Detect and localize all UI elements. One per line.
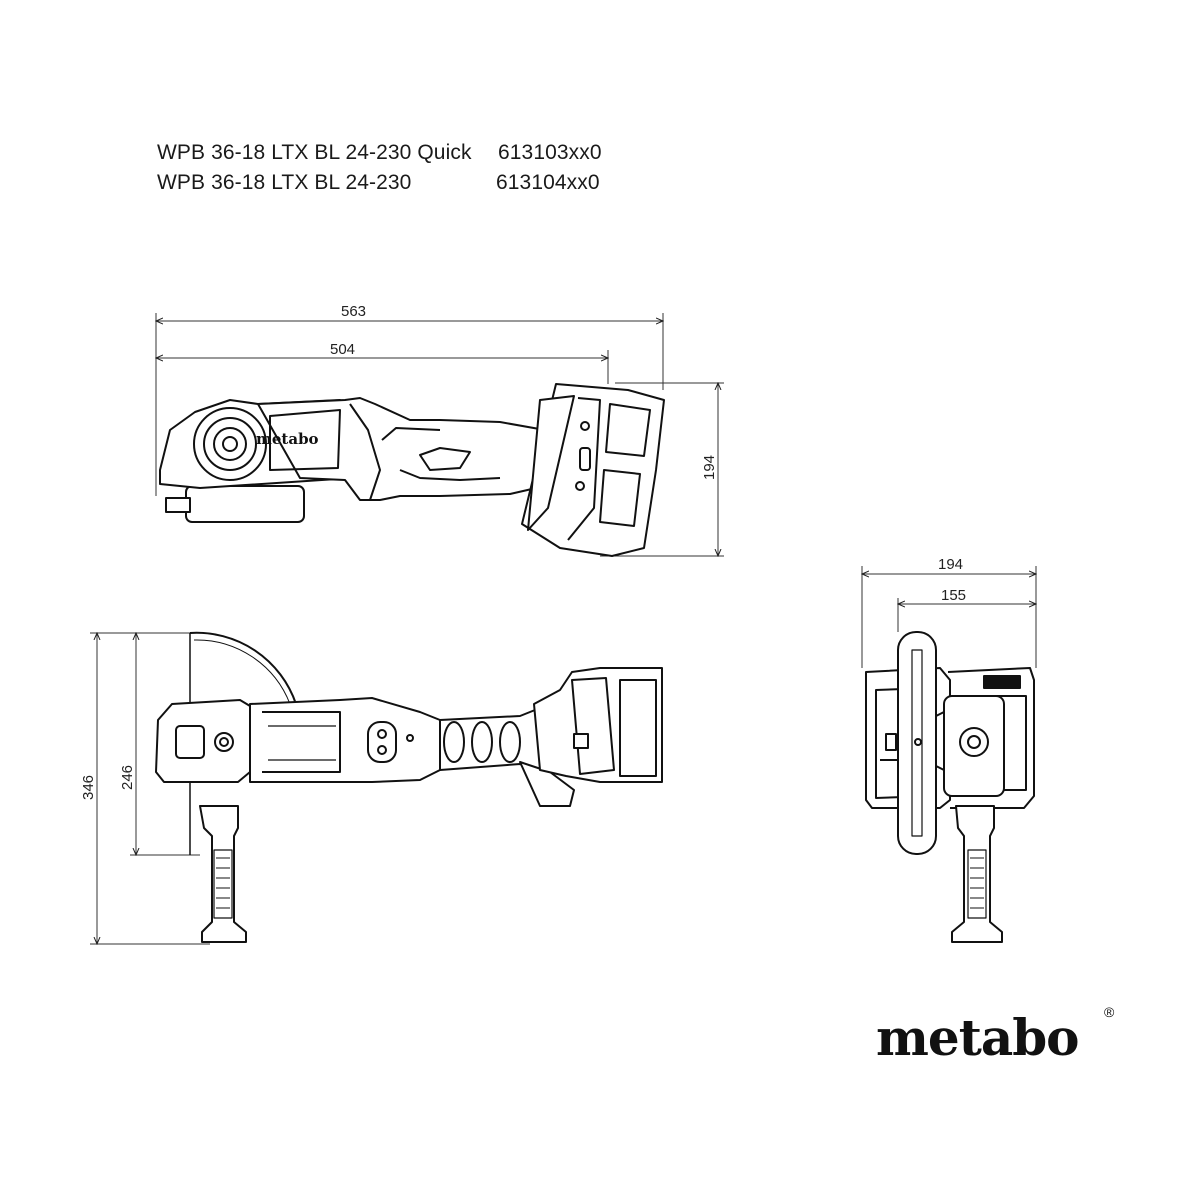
model-number: 613103xx0 (498, 141, 602, 164)
dimension-label: 194 (701, 455, 718, 480)
dimension-label: 346 (80, 775, 97, 800)
tool-logo: metabo (256, 430, 319, 448)
model-row: WPB 36-18 LTX BL 24-230 613104xx0 (157, 168, 617, 198)
brand-logo: metabo (876, 1008, 1080, 1067)
model-list: WPB 36-18 LTX BL 24-230 Quick 613103xx0 … (157, 138, 617, 198)
dimension-194-vertical (600, 383, 724, 556)
model-number: 613104xx0 (496, 171, 600, 194)
angle-grinder-top-view (159, 383, 665, 557)
dimension-563 (156, 313, 663, 496)
dimension-194-horizontal (862, 566, 1036, 668)
dimension-346 (90, 633, 210, 944)
model-name: WPB 36-18 LTX BL 24-230 Quick (157, 141, 472, 164)
model-name: WPB 36-18 LTX BL 24-230 (157, 171, 412, 194)
dimension-label: 563 (341, 303, 366, 320)
dimension-155 (898, 598, 1036, 632)
angle-grinder-side-view (155, 631, 663, 943)
angle-grinder-front-view (865, 631, 1035, 943)
dimension-504 (156, 350, 608, 384)
dimension-label: 504 (330, 341, 355, 358)
model-row: WPB 36-18 LTX BL 24-230 Quick 613103xx0 (157, 138, 617, 168)
dimension-label: 155 (941, 587, 966, 604)
registered-mark: ® (1104, 1004, 1115, 1020)
dimension-label: 194 (938, 556, 963, 573)
dimension-label: 246 (119, 765, 136, 790)
dimension-246 (130, 633, 200, 855)
